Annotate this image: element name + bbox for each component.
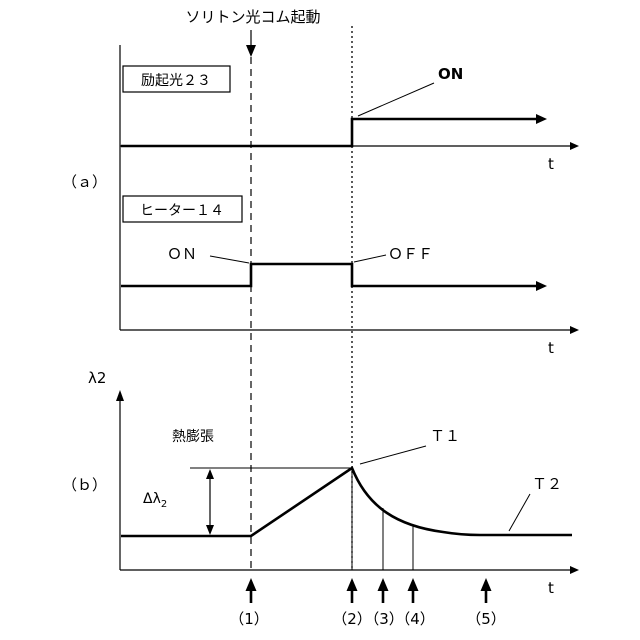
wavelength-axis-label: λ2	[88, 369, 106, 387]
heater-time-axis-label: t	[548, 339, 554, 357]
pump-on-label: ON	[438, 65, 463, 83]
pump-signal-arrow	[536, 114, 547, 124]
event-arrow-4-head	[407, 578, 419, 591]
heater-signal-arrow	[536, 281, 547, 291]
event-marker-label-5: （5）	[466, 610, 506, 628]
wavelength-time-axis-label: t	[548, 579, 554, 597]
t1-leader-line	[359, 445, 427, 465]
pump-time-axis-label: t	[548, 155, 554, 173]
event-marker-label-1: （1）	[229, 610, 269, 628]
event-arrow-3-head	[377, 578, 389, 591]
heater-signal-trace	[121, 262, 536, 288]
delta-lambda-arrow-head-down	[206, 525, 214, 535]
t2-label: Ｔ２	[532, 475, 562, 493]
pump-on-leader-line	[357, 82, 435, 117]
wavelength-time-axis-arrow	[570, 566, 579, 574]
pump-time-axis-arrow	[570, 142, 579, 150]
t2-leader-line	[508, 493, 531, 532]
pump-signal-trace	[121, 117, 536, 148]
heater-label-box	[122, 195, 243, 223]
pump-label-box	[122, 65, 231, 93]
heater-label-text: ヒーター１４	[140, 203, 224, 219]
diagram-title: ソリトン光コム起動	[185, 8, 320, 26]
heater-on-label: ＯＮ	[167, 245, 197, 263]
event-arrow-1-head	[245, 578, 257, 591]
heater-off-label: ＯＦＦ	[388, 245, 433, 263]
heater-time-axis-arrow	[570, 326, 579, 334]
event-marker-label-3: （3）	[364, 610, 404, 628]
thermal-expansion-label: 熱膨張	[172, 428, 214, 445]
panel-a-label: （ａ）	[62, 173, 107, 191]
t1-label: Ｔ１	[430, 427, 460, 445]
pump-label-text: 励起光２３	[141, 73, 211, 89]
wavelength-axis-arrow	[116, 390, 124, 401]
delta-lambda-label: Δλ2	[143, 491, 167, 510]
heater-off-leader-line	[353, 254, 387, 263]
panel-b-label: （ｂ）	[62, 476, 107, 494]
title-arrow-head	[246, 45, 256, 57]
wavelength-curve	[121, 466, 572, 538]
event-marker-label-2: （2）	[332, 610, 372, 628]
event-arrow-2-head	[346, 578, 358, 591]
heater-on-leader-line	[209, 255, 250, 264]
event-arrow-5-head	[480, 578, 492, 591]
delta-lambda-arrow-head-up	[206, 469, 214, 479]
event-marker-label-4: （4）	[395, 610, 435, 628]
